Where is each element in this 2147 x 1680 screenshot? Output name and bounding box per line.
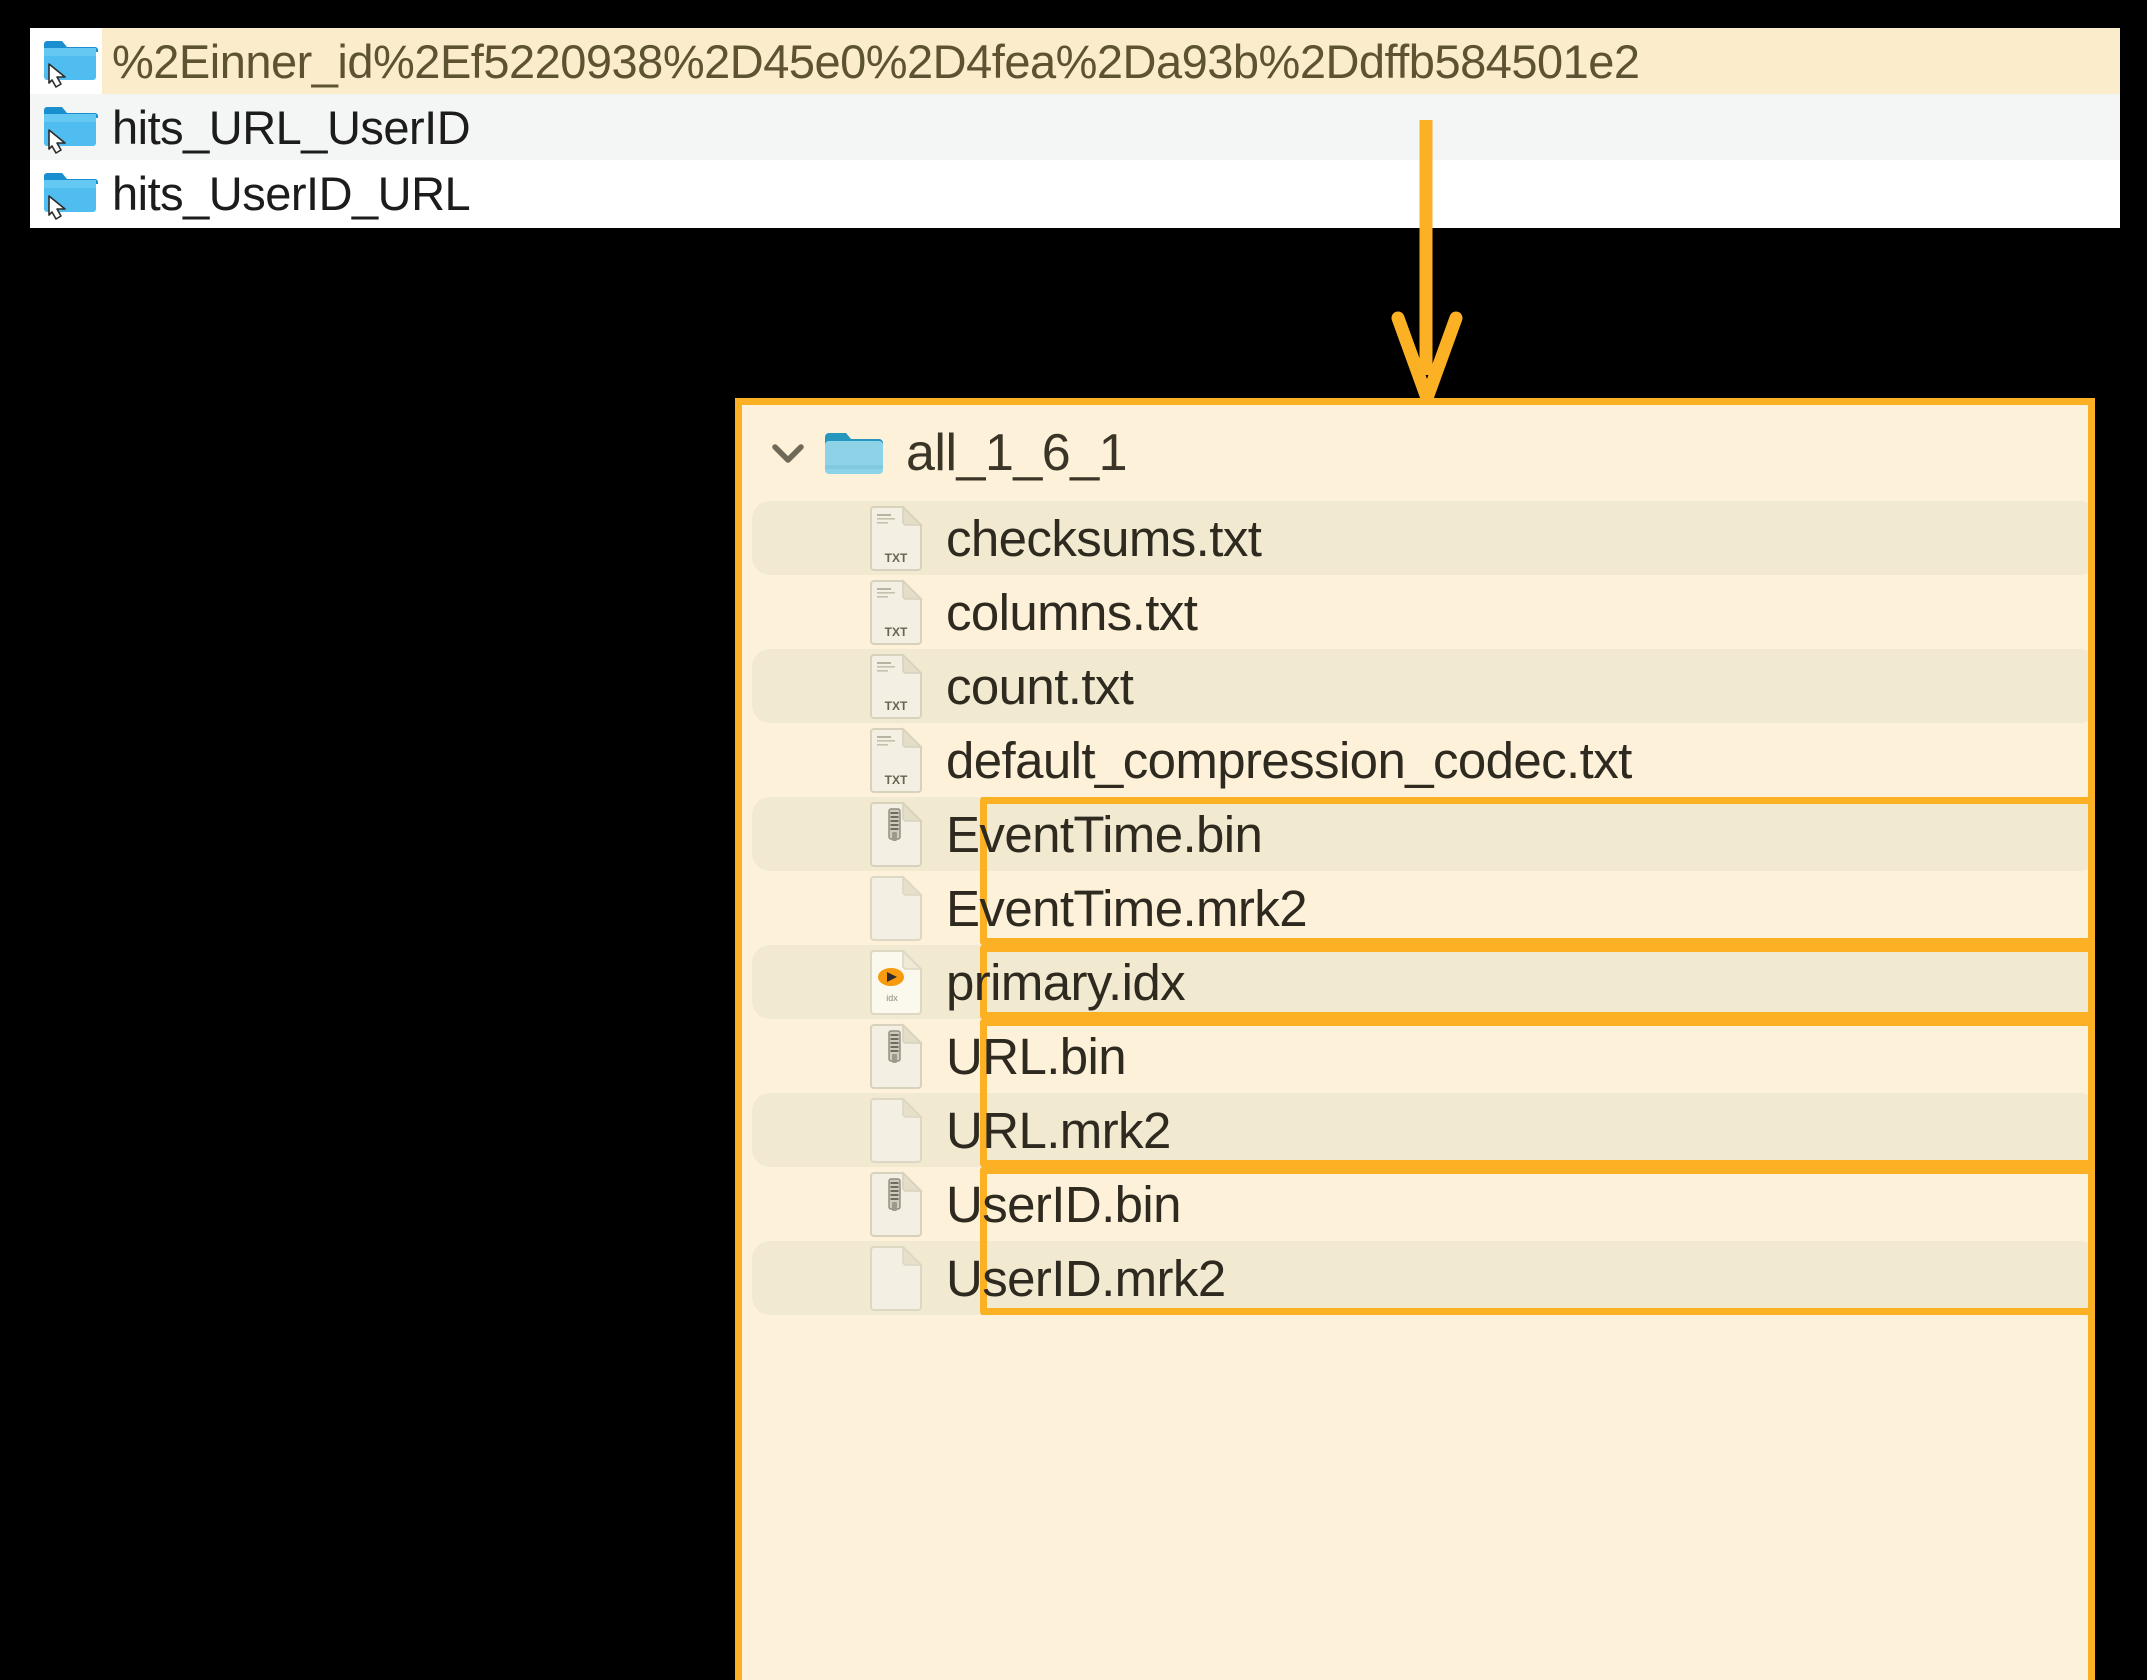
txt-file-icon: [868, 727, 924, 793]
file-name-label: URL.mrk2: [946, 1101, 1171, 1159]
row-stripe: [752, 797, 2088, 871]
file-name-label: checksums.txt: [946, 509, 1262, 567]
row-stripe: [752, 649, 2088, 723]
blank-file-icon: [868, 1245, 924, 1311]
symlink-folder-list-panel: %2Einner_id%2Ef5220938%2D45e0%2D4fea%2Da…: [30, 28, 2120, 228]
symlink-row[interactable]: hits_UserID_URL: [30, 160, 2120, 226]
part-file-list: checksums.txt columns.txt count.txt default…: [742, 501, 2088, 1315]
file-row[interactable]: checksums.txt: [742, 501, 2088, 575]
file-row[interactable]: EventTime.bin: [742, 797, 2088, 871]
down-arrow-annotation-icon: [1391, 120, 1463, 405]
file-row[interactable]: primary.idx: [742, 945, 2088, 1019]
blank-file-icon: [868, 875, 924, 941]
file-row[interactable]: URL.mrk2: [742, 1093, 2088, 1167]
symlink-row-label: %2Einner_id%2Ef5220938%2D45e0%2D4fea%2Da…: [112, 34, 1640, 88]
file-name-label: primary.idx: [946, 953, 1186, 1011]
file-name-label: UserID.mrk2: [946, 1249, 1226, 1307]
bin-file-icon: [868, 1171, 924, 1237]
file-row[interactable]: EventTime.mrk2: [742, 871, 2088, 945]
file-name-label: count.txt: [946, 657, 1134, 715]
file-row[interactable]: UserID.mrk2: [742, 1241, 2088, 1315]
symlink-row-label: hits_UserID_URL: [112, 166, 471, 220]
file-name-label: columns.txt: [946, 583, 1198, 641]
file-row[interactable]: columns.txt: [742, 575, 2088, 649]
chevron-down-icon[interactable]: [766, 431, 810, 475]
file-row[interactable]: count.txt: [742, 649, 2088, 723]
part-directory-name: all_1_6_1: [906, 424, 1128, 482]
symlink-row[interactable]: %2Einner_id%2Ef5220938%2D45e0%2D4fea%2Da…: [30, 28, 2120, 94]
row-stripe: [752, 945, 2088, 1019]
part-directory-panel: all_1_6_1 checksums.txt columns.txt count.…: [735, 398, 2095, 1680]
bin-file-icon: [868, 1023, 924, 1089]
file-row[interactable]: UserID.bin: [742, 1167, 2088, 1241]
file-name-label: EventTime.mrk2: [946, 879, 1308, 937]
row-highlight: [102, 28, 2120, 94]
file-name-label: EventTime.bin: [946, 805, 1263, 863]
symlink-row[interactable]: hits_URL_UserID: [30, 94, 2120, 160]
part-directory-header[interactable]: all_1_6_1: [742, 405, 2088, 501]
txt-file-icon: [868, 505, 924, 571]
folder-symlink-icon: [42, 165, 98, 221]
symlink-row-label: hits_URL_UserID: [112, 100, 471, 154]
bin-file-icon: [868, 801, 924, 867]
row-stripe: [752, 501, 2088, 575]
file-row[interactable]: URL.bin: [742, 1019, 2088, 1093]
row-stripe: [752, 1093, 2088, 1167]
file-name-label: URL.bin: [946, 1027, 1127, 1085]
file-name-label: UserID.bin: [946, 1175, 1182, 1233]
folder-open-icon: [825, 433, 883, 474]
file-name-label: default_compression_codec.txt: [946, 731, 1632, 789]
file-row[interactable]: default_compression_codec.txt: [742, 723, 2088, 797]
folder-symlink-icon: [42, 33, 98, 89]
folder-symlink-icon: [42, 99, 98, 155]
blank-file-icon: [868, 1097, 924, 1163]
idx-file-icon: [868, 949, 924, 1015]
row-stripe: [752, 1241, 2088, 1315]
txt-file-icon: [868, 579, 924, 645]
txt-file-icon: [868, 653, 924, 719]
